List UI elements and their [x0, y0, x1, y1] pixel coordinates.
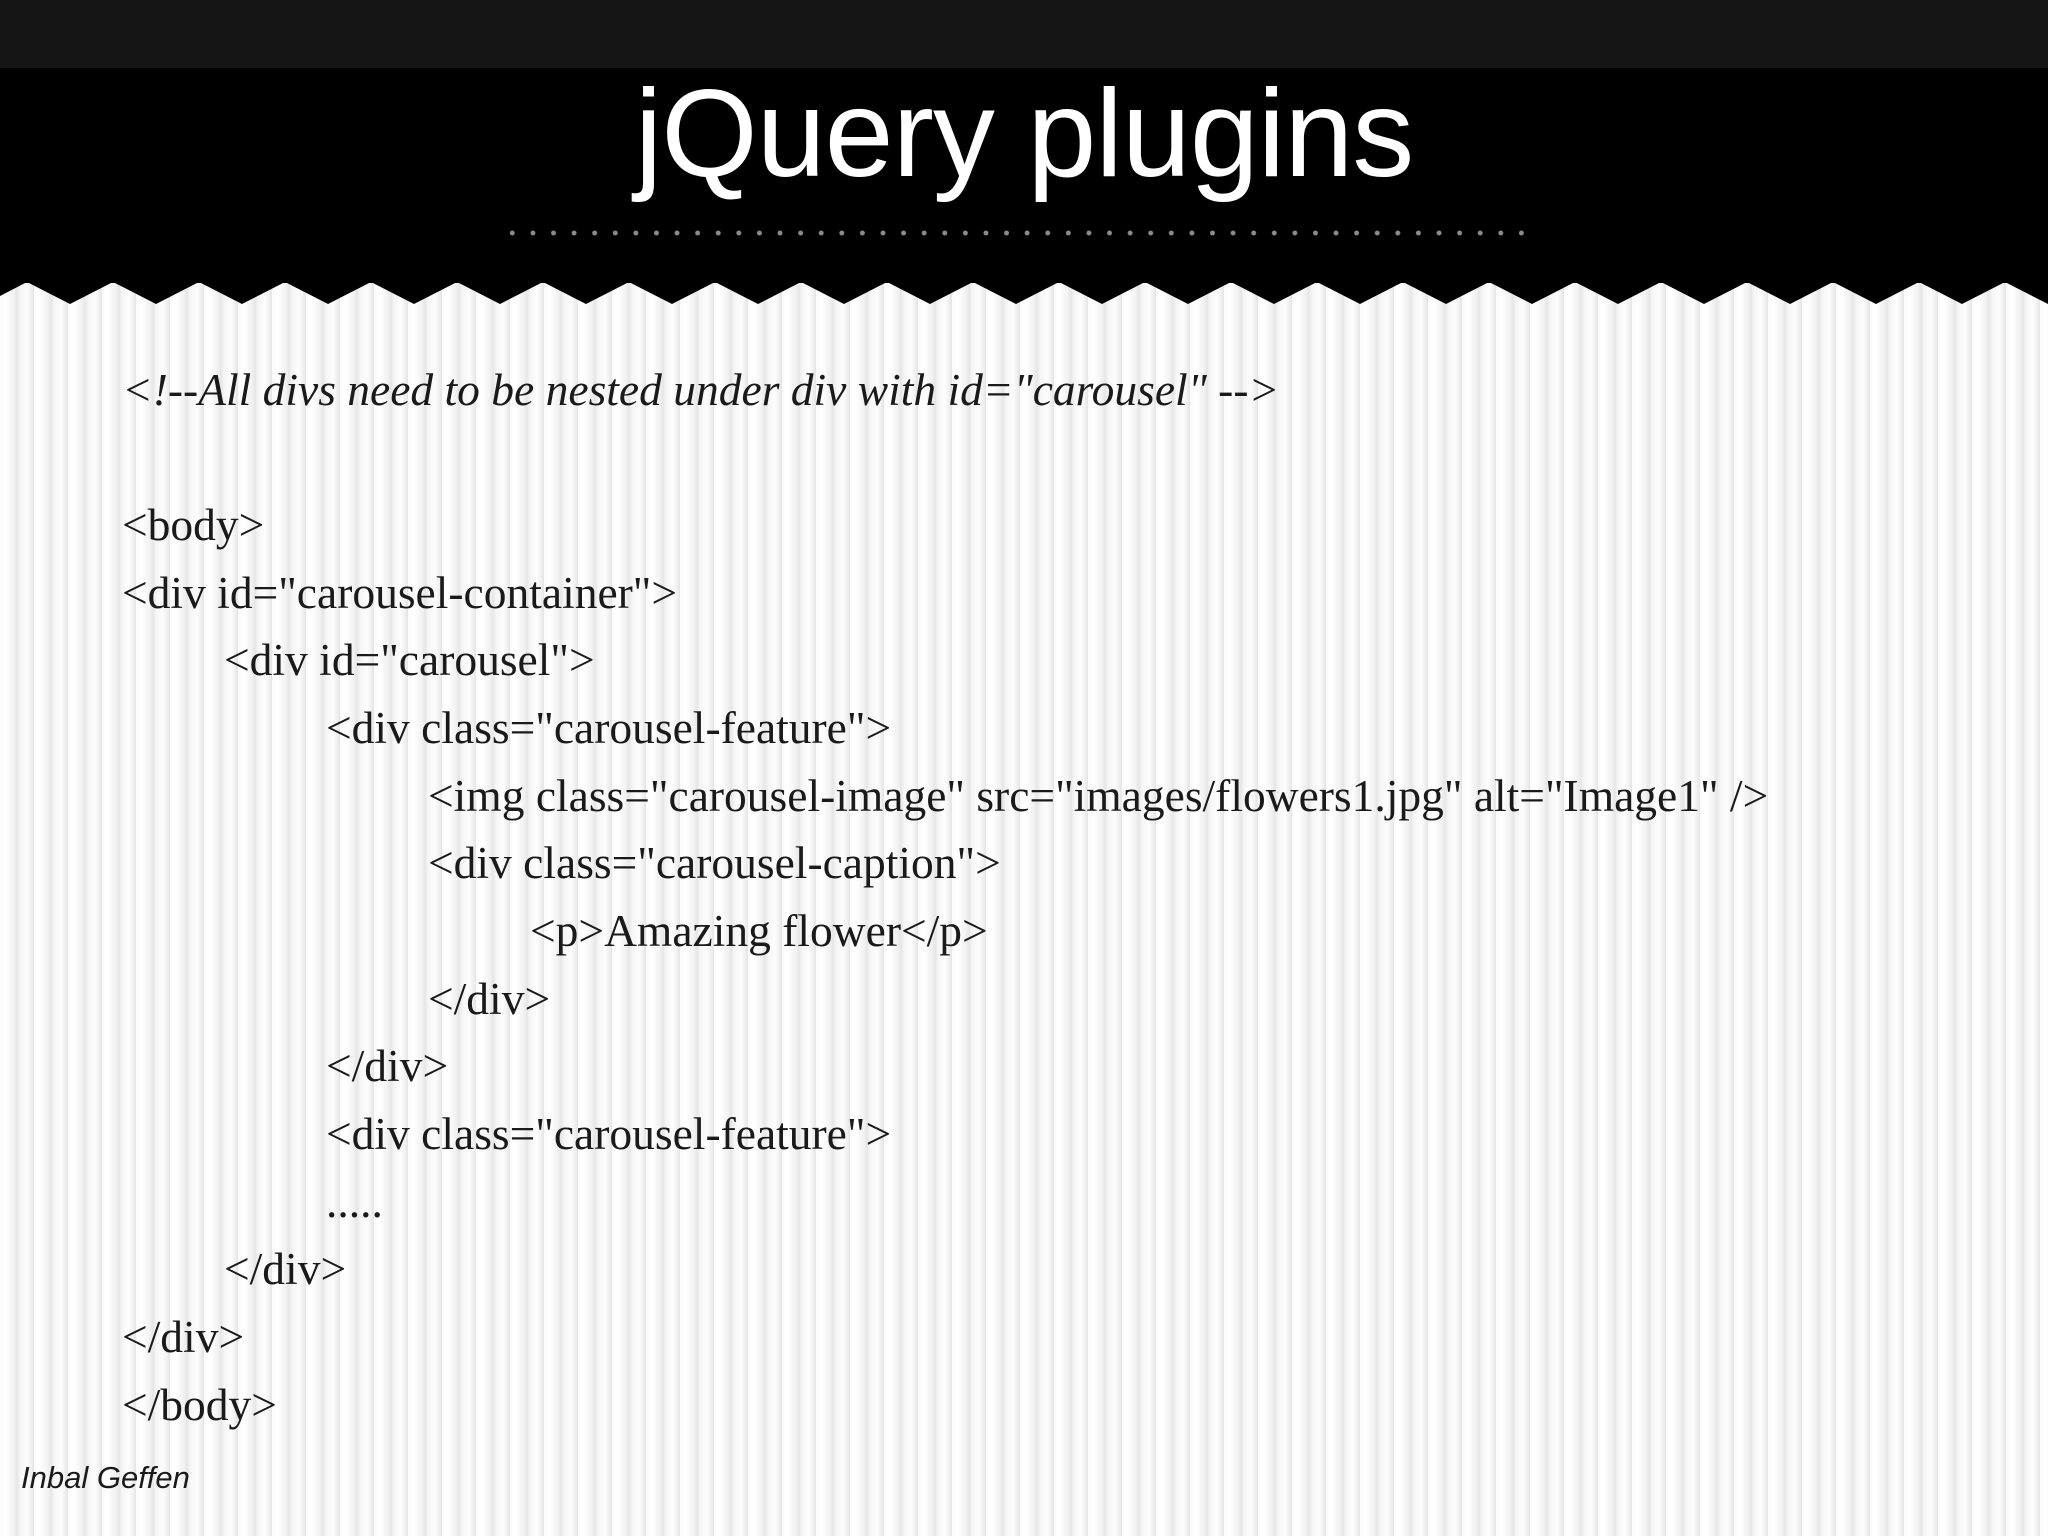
code-line: .....	[326, 1176, 383, 1227]
code-line: <div class="carousel-feature">	[326, 702, 892, 753]
title-header	[0, 68, 2048, 283]
code-line: </body>	[122, 1379, 277, 1430]
code-line: </div>	[122, 1311, 245, 1362]
code-line: <div id="carousel">	[224, 634, 595, 685]
slide-title: jQuery plugins	[634, 65, 1415, 203]
dotted-divider	[502, 226, 1532, 240]
code-line: <div class="carousel-feature">	[326, 1108, 892, 1159]
code-line: <img class="carousel-image" src="images/…	[428, 770, 1769, 821]
code-line: <div class="carousel-caption">	[428, 837, 1001, 888]
zigzag-border	[0, 276, 2048, 304]
code-line: <p>Amazing flower</p>	[530, 905, 988, 956]
code-line: </div>	[326, 1040, 449, 1091]
code-line: <body>	[122, 499, 265, 550]
code-line: <div id="carousel-container">	[122, 567, 678, 618]
code-comment: <!--All divs need to be nested under div…	[122, 364, 1280, 415]
author-footer: Inbal Geffen	[21, 1460, 190, 1495]
code-line: </div>	[224, 1243, 347, 1294]
code-line: </div>	[428, 973, 551, 1024]
top-strip	[0, 0, 2048, 70]
